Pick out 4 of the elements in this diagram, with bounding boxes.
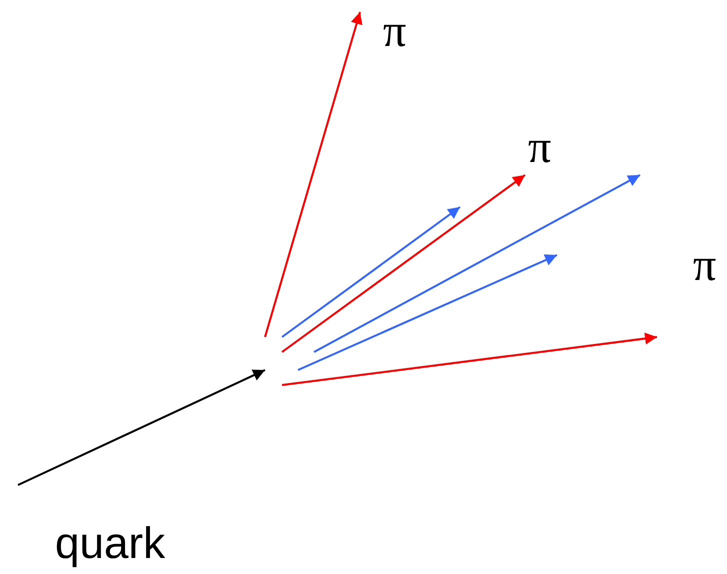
particle-label: π bbox=[693, 242, 716, 288]
particle-label: π bbox=[528, 124, 552, 170]
particle-label: π bbox=[383, 8, 406, 54]
particle-label: quark bbox=[55, 522, 166, 566]
